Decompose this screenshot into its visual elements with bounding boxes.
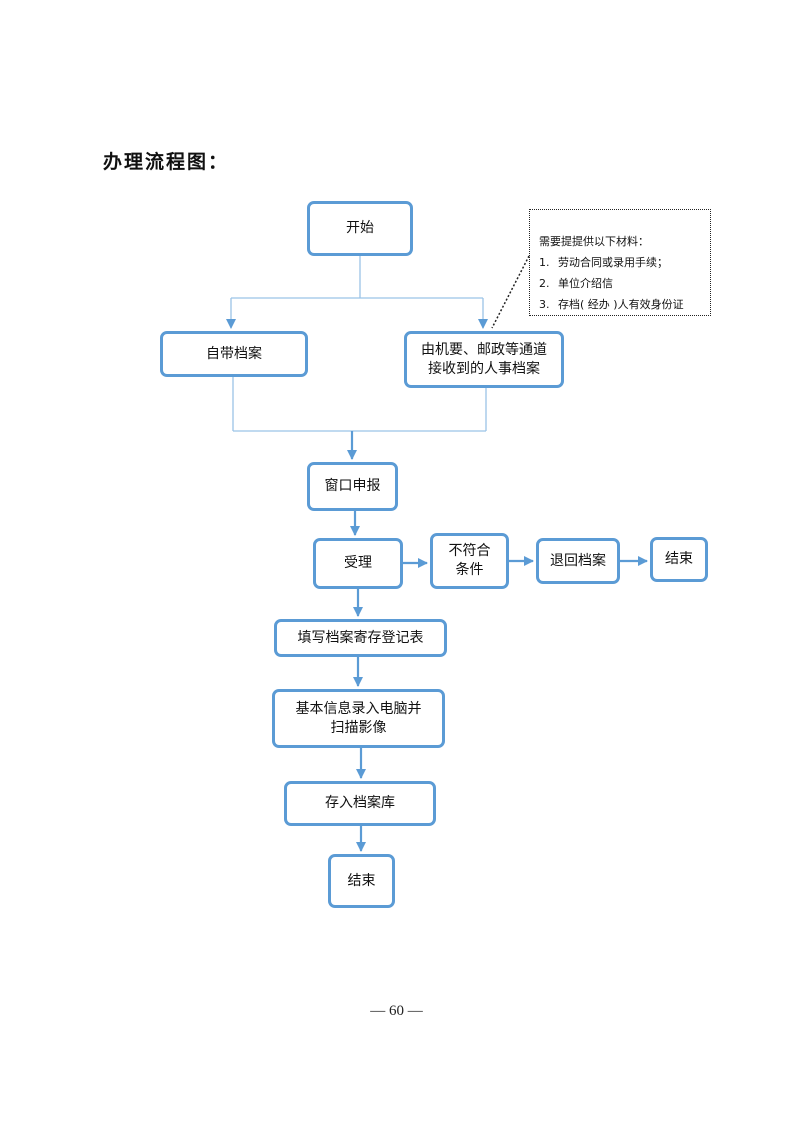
materials-note-item-text: 劳动合同或录用手续； — [558, 256, 668, 269]
materials-note-item: 3. 存档( 经办 )人有效身份证 — [539, 294, 710, 315]
page-title: 办理流程图： — [103, 151, 230, 173]
materials-note-item: 2. 单位介绍信 — [539, 273, 710, 294]
node-fill-form: 填写档案寄存登记表 — [274, 619, 447, 657]
node-end: 结束 — [328, 854, 395, 908]
note-callout-line — [491, 255, 530, 329]
materials-note-heading: 需要提提供以下材料： — [539, 235, 649, 248]
node-input-scan-line-2: 扫描影像 — [330, 719, 387, 736]
node-start-label: 开始 — [346, 220, 374, 236]
node-store: 存入档案库 — [284, 781, 436, 826]
node-channel-line-2: 接收到的人事档案 — [428, 360, 540, 377]
node-store-label: 存入档案库 — [325, 795, 395, 811]
node-window-label: 窗口申报 — [324, 478, 381, 494]
materials-note-item-number: 1. — [539, 256, 550, 269]
node-window: 窗口申报 — [307, 462, 398, 511]
node-end-return: 结束 — [650, 537, 708, 582]
node-accept: 受理 — [313, 538, 403, 589]
materials-note-item-text: 存档( 经办 )人有效身份证 — [558, 298, 684, 311]
node-self-carry: 自带档案 — [160, 331, 308, 377]
materials-note-item-number: 2. — [539, 277, 550, 290]
node-fill-form-label: 填写档案寄存登记表 — [297, 629, 424, 646]
node-input-scan-line-1: 基本信息录入电脑并 — [295, 700, 422, 717]
materials-note-item: 1. 劳动合同或录用手续； — [539, 252, 710, 273]
node-fail-line-1: 不符合 — [448, 543, 491, 559]
node-end-label: 结束 — [347, 872, 376, 889]
page-number: — 60 — — [370, 1003, 423, 1019]
node-return-label: 退回档案 — [550, 552, 606, 569]
node-fail-line-2: 条件 — [455, 562, 484, 578]
node-self-carry-label: 自带档案 — [206, 345, 262, 362]
node-end-return-label: 结束 — [665, 551, 693, 567]
materials-note: 需要提提供以下材料： 1. 劳动合同或录用手续； 2. 单位介绍信 3. 存档( 经办… — [529, 209, 711, 316]
node-channel: 由机要、邮政等通道 接收到的人事档案 — [404, 331, 564, 388]
node-fail: 不符合 条件 — [430, 533, 509, 589]
materials-note-item-number: 3. — [539, 298, 550, 311]
node-channel-line-1: 由机要、邮政等通道 — [421, 341, 547, 358]
node-start: 开始 — [307, 201, 413, 256]
node-return: 退回档案 — [536, 538, 620, 584]
node-input-scan: 基本信息录入电脑并 扫描影像 — [272, 689, 445, 748]
materials-note-item-text: 单位介绍信 — [558, 277, 613, 290]
node-accept-label: 受理 — [344, 555, 372, 571]
